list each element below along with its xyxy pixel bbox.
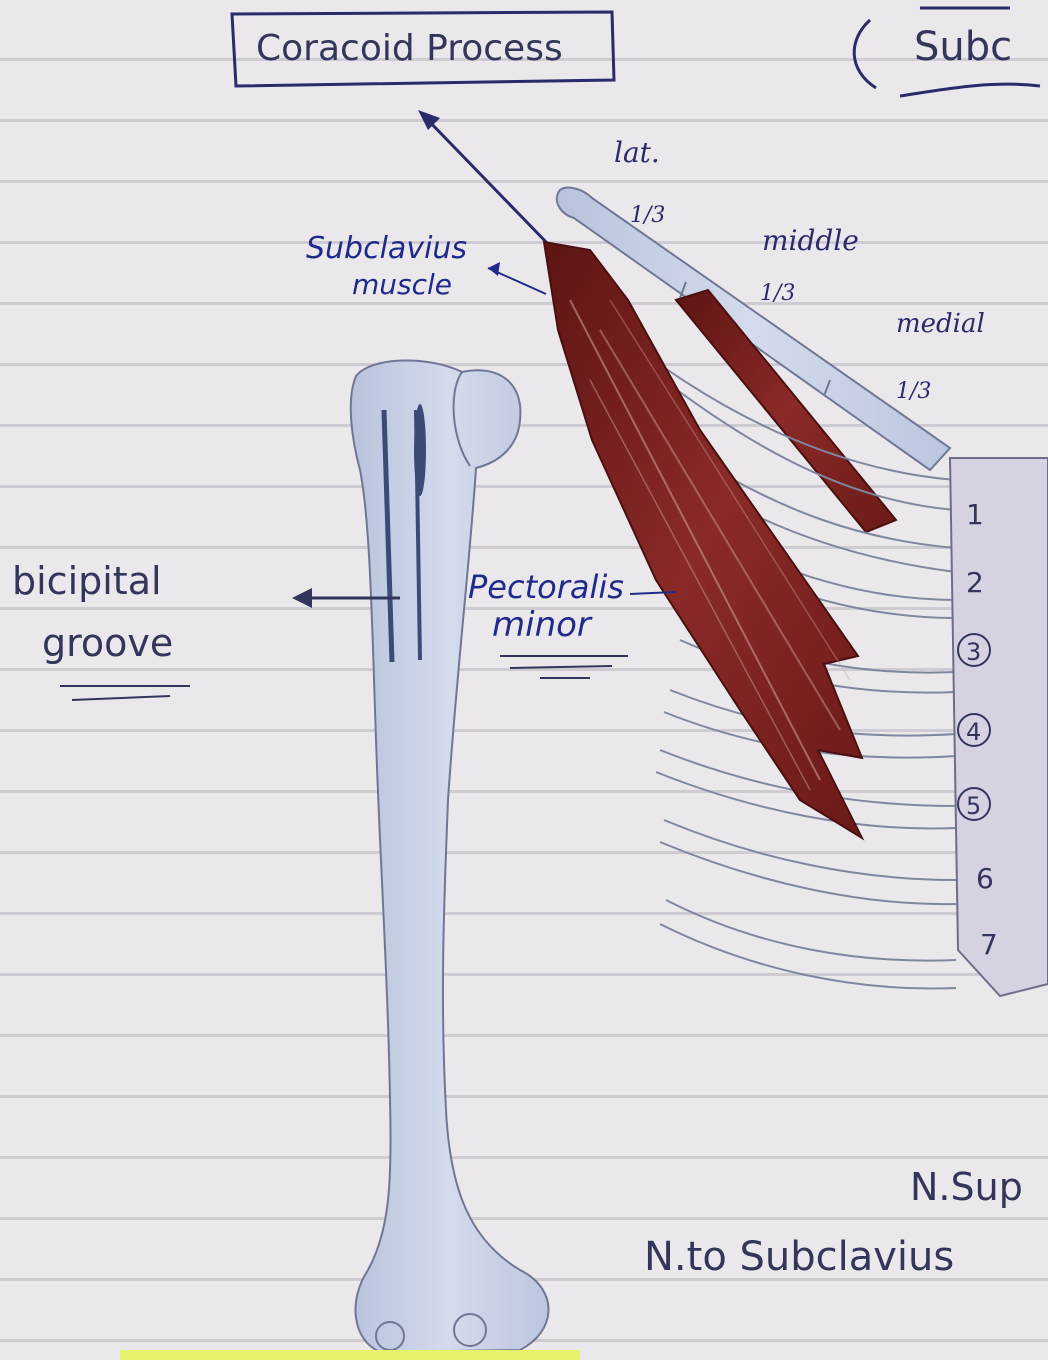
humerus (351, 360, 549, 1352)
coracoid-process-label-box: Coracoid Process (232, 12, 614, 86)
svg-text:Subclavius: Subclavius (306, 231, 467, 266)
rib-number: 1 (966, 498, 984, 531)
coracoid-arrow (418, 110, 548, 244)
rib-number: 7 (980, 928, 998, 961)
bicipital-groove-label: bicipital groove (12, 559, 400, 700)
subclavius-muscle-label: Subclavius muscle (306, 231, 546, 301)
svg-text:Pectoralis: Pectoralis (468, 568, 624, 606)
nerve-supra-text: N.Sup (910, 1165, 1023, 1209)
pectoralis-minor-label: Pectoralis minor (468, 568, 676, 678)
medial-label: medial (896, 309, 985, 339)
rib-number: 3 (966, 638, 981, 666)
rib-number: 5 (966, 792, 981, 820)
subclavius-header: Subc (854, 8, 1040, 96)
svg-text:muscle: muscle (352, 268, 452, 301)
sternum (950, 458, 1048, 996)
lateral-fraction: 1/3 (630, 203, 665, 228)
svg-text:minor: minor (492, 605, 593, 645)
svg-text:bicipital: bicipital (12, 559, 162, 603)
nerve-subclavius-text: N.to Subclavius (644, 1234, 954, 1280)
coracoid-process-label: Coracoid Process (256, 28, 563, 69)
middle-label: middle (762, 224, 859, 257)
highlight-strip (120, 1350, 580, 1360)
rib-number: 6 (976, 862, 994, 895)
rib-number: 4 (966, 718, 981, 746)
medial-fraction: 1/3 (896, 379, 931, 404)
rib-number: 2 (966, 566, 984, 599)
subclavius-header-text: Subc (914, 24, 1012, 70)
svg-text:groove: groove (42, 621, 173, 665)
middle-fraction: 1/3 (760, 281, 795, 306)
lateral-label: lat. (614, 136, 660, 169)
